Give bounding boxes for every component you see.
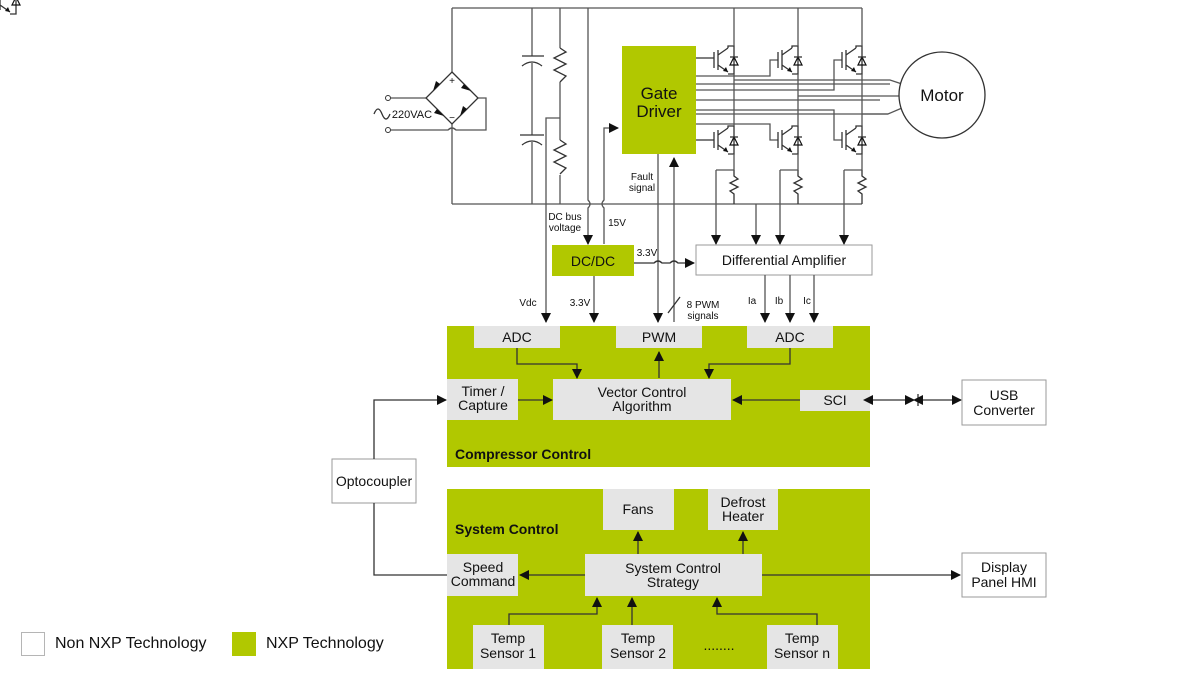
defrost-heater-label: Heater [722,508,764,524]
temp-sensor-label: Temp [491,630,525,646]
dcdc-label: DC/DC [571,253,615,269]
timer-capture-block [447,379,518,420]
adc-left-label: ADC [502,329,532,345]
inverter-bridge [0,0,868,204]
dcdc-block [552,245,634,276]
speed-command-label: Speed [463,559,503,575]
sine-wave-icon [373,108,391,120]
sci-block [800,390,870,411]
legend-nxp: NXP Technology [232,631,384,657]
strategy-label: System Control [625,560,721,576]
strategy-block [585,554,762,596]
usb-converter-label: Converter [973,402,1035,418]
ib-label: Ib [775,296,784,307]
timer-capture-label: Timer / [461,383,504,399]
dc-bus-capacitors [520,8,544,204]
gate-driver-label: Driver [636,102,682,121]
speed-command-block [447,554,518,596]
temp-sensor-label: Sensor 1 [480,645,536,661]
gate-driver-label: Gate [641,84,678,103]
dc-bus-voltage-label: voltage [549,223,582,234]
system-control: System Control Fans Defrost Heater Speed… [447,489,870,669]
fans-label: Fans [622,501,653,517]
speed-command-label: Command [451,573,516,589]
system-control-title: System Control [455,521,558,537]
dc-bus-voltage-label: DC bus [548,212,581,223]
vector-control-block [553,379,731,420]
optocoupler-label: Optocoupler [336,473,413,489]
svg-text:+: + [449,76,455,87]
legend-swatch-non-nxp [21,632,45,656]
differential-amplifier [695,244,873,276]
timer-capture-label: Capture [458,397,508,413]
adc-right-block [747,326,833,348]
gate-driver-block [622,46,696,154]
vector-control-label: Vector Control [598,384,687,400]
defrost-heater-block [708,489,778,530]
diode-icon [460,106,467,116]
power-stage: 220VAC + − [0,0,986,323]
fault-signal-label: Fault [631,172,653,183]
fault-signal-label: signal [629,183,655,194]
diode-icon [461,84,471,91]
bridge-rectifier: + − [425,71,479,125]
motor-label: Motor [920,86,964,105]
pwm-signals-label: 8 PWM [687,300,720,311]
vdc-label: Vdc [519,298,536,309]
display-panel-label: Display [981,559,1027,575]
pwm-signals-label: signals [687,311,718,322]
temp-sensor-label: Temp [785,630,819,646]
optocoupler [331,458,417,504]
temp-sensor-label: Sensor 2 [610,645,666,661]
temp-sensor-2 [602,625,673,669]
v15-label: 15V [608,218,626,229]
diode-icon [433,81,440,91]
legend-non-nxp: Non NXP Technology [21,631,207,657]
fans-block [603,489,674,530]
differential-amplifier-label: Differential Amplifier [722,252,847,268]
temp-sensor-1 [473,625,544,669]
compressor-control: ADC PWM ADC Timer / Capture Vector Contr… [447,326,870,467]
v33-label: 3.3V [570,298,591,309]
legend-label: NXP Technology [266,635,384,652]
v33-label: 3.3V [637,248,658,259]
usb-converter [961,379,1047,426]
ia-label: Ia [748,296,757,307]
ac-voltage-label: 220VAC [392,109,432,121]
adc-right-label: ADC [775,329,805,345]
temp-sensor-n [767,625,838,669]
vector-control-label: Algorithm [612,398,671,414]
motor [898,51,986,139]
temp-sensor-label: Sensor n [774,645,830,661]
legend-label: Non NXP Technology [55,635,207,652]
temp-sensor-label: Temp [621,630,655,646]
pwm-label: PWM [642,329,676,345]
legend-swatch-nxp [232,632,256,656]
svg-text:−: − [449,113,455,124]
ellipsis: ........ [703,637,734,653]
voltage-divider [541,8,568,323]
usb-converter-label: USB [990,387,1019,403]
defrost-heater-label: Defrost [720,494,765,510]
display-panel-hmi [961,552,1047,598]
diode-icon [434,109,444,116]
compressor-control-title: Compressor Control [455,446,591,462]
ic-label: Ic [803,296,811,307]
adc-left-block [474,326,560,348]
pwm-block [616,326,702,348]
sci-label: SCI [823,392,846,408]
ac-source: 220VAC [373,95,487,133]
display-panel-label: Panel HMI [971,574,1036,590]
strategy-label: Strategy [647,574,699,590]
